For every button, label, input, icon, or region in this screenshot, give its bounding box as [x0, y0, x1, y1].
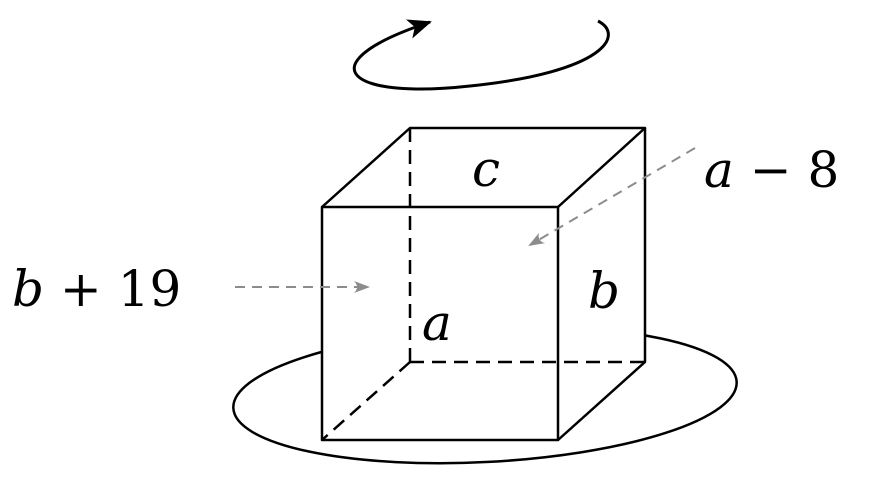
label-right-expression: a − 8 [704, 141, 839, 199]
label-left-expression: b + 19 [12, 260, 181, 318]
label-left-rest: + 19 [44, 260, 181, 318]
rotation-arrow [352, 19, 610, 91]
label-top-face: c [472, 140, 500, 198]
label-inner-edge: a [422, 294, 452, 352]
cube-visible-edges [320, 126, 647, 442]
right-pointer-arrow [528, 147, 696, 247]
cube-hidden-edges [321, 128, 645, 441]
label-right-rest: − 8 [734, 141, 840, 199]
label-right-var: a [704, 141, 734, 199]
label-right-face: b [588, 262, 620, 320]
label-left-var: b [12, 260, 44, 318]
